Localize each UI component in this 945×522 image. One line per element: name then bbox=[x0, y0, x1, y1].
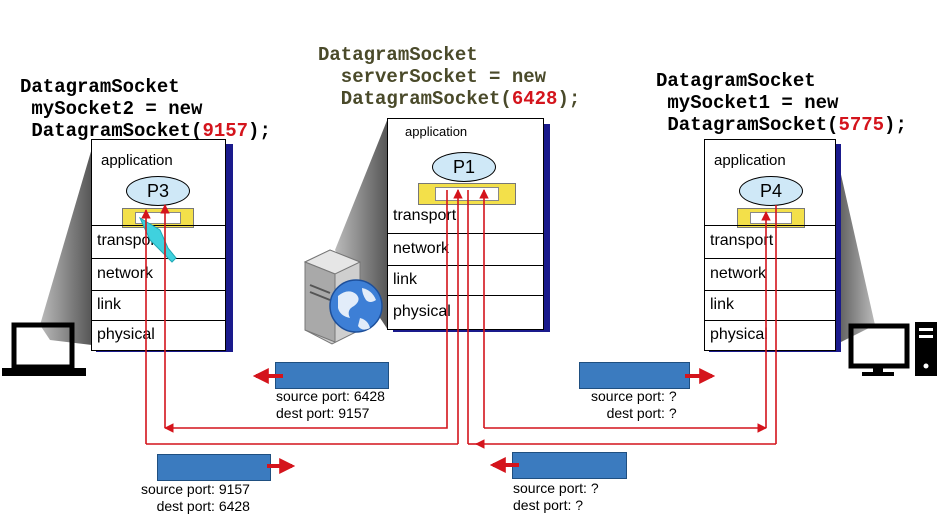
left-cone bbox=[40, 148, 92, 345]
physical-layer: physical bbox=[388, 295, 543, 329]
code-line: DatagramSocket( bbox=[656, 114, 839, 136]
link-layer: link bbox=[92, 290, 225, 320]
dest-port-label: dest port: ? bbox=[606, 405, 677, 421]
code-center: DatagramSocket serverSocket = new Datagr… bbox=[318, 22, 580, 110]
transport-layer: transport bbox=[393, 207, 457, 224]
port-number: 9157 bbox=[202, 120, 249, 142]
code-line: DatagramSocket bbox=[318, 44, 478, 66]
cursor-icon bbox=[138, 216, 177, 263]
link-layer: link bbox=[388, 265, 543, 295]
network-layer: network bbox=[388, 233, 543, 265]
server-icon bbox=[303, 249, 383, 345]
application-label: application bbox=[714, 152, 786, 169]
socket-icon bbox=[737, 208, 805, 228]
physical-layer: physical bbox=[705, 320, 835, 350]
code-line: serverSocket = new bbox=[318, 66, 547, 88]
code-line: mySocket1 = new bbox=[656, 92, 839, 114]
code-line: ); bbox=[884, 114, 907, 136]
code-line: DatagramSocket( bbox=[20, 120, 203, 142]
server-to-left-arrow bbox=[164, 190, 448, 433]
link-layer: link bbox=[705, 290, 835, 320]
segment-left-to-server bbox=[157, 454, 271, 481]
network-layer: network bbox=[92, 258, 225, 290]
code-line: mySocket2 = new bbox=[20, 98, 203, 120]
laptop-icon bbox=[2, 322, 86, 376]
port-number: 6428 bbox=[511, 88, 558, 110]
dest-port-label: dest port: 9157 bbox=[276, 405, 370, 421]
process-p3: P3 bbox=[126, 176, 190, 206]
segment-label: source port: ? dest port: ? bbox=[591, 388, 677, 422]
code-line: DatagramSocket bbox=[20, 76, 180, 98]
desktop-icon bbox=[848, 322, 937, 376]
transport-layer: transport bbox=[92, 225, 225, 258]
segment-label: source port: ? dest port: ? bbox=[513, 480, 599, 514]
center-protocol-stack: application P1 transport network link ph… bbox=[387, 118, 544, 330]
segment-label: source port: 6428 dest port: 9157 bbox=[276, 388, 385, 422]
source-port-label: source port: 6428 bbox=[276, 388, 385, 404]
application-label: application bbox=[405, 124, 468, 139]
source-port-label: source port: ? bbox=[591, 388, 677, 404]
code-right: DatagramSocket mySocket1 = new DatagramS… bbox=[656, 48, 907, 136]
source-port-label: source port: ? bbox=[513, 480, 599, 496]
center-cone bbox=[335, 118, 388, 330]
right-cone bbox=[835, 148, 875, 345]
port-number: 5775 bbox=[838, 114, 885, 136]
network-layer: network bbox=[705, 258, 835, 290]
code-line: ); bbox=[557, 88, 581, 110]
physical-layer: physical bbox=[92, 320, 225, 350]
process-p4: P4 bbox=[739, 176, 803, 206]
application-label: application bbox=[101, 152, 173, 169]
source-port-label: source port: 9157 bbox=[141, 481, 250, 497]
code-line: DatagramSocket bbox=[656, 70, 816, 92]
dest-port-label: dest port: ? bbox=[513, 497, 584, 513]
right-protocol-stack: application P4 transport network link ph… bbox=[704, 139, 836, 351]
code-left: DatagramSocket mySocket2 = new DatagramS… bbox=[20, 54, 271, 142]
dest-port-label: dest port: 6428 bbox=[156, 498, 250, 514]
segment-server-to-right bbox=[579, 362, 690, 389]
transport-layer: transport bbox=[705, 225, 835, 258]
segment-server-to-left bbox=[275, 362, 389, 389]
process-p1: P1 bbox=[432, 152, 496, 182]
code-line: ); bbox=[248, 120, 271, 142]
code-line: DatagramSocket( bbox=[318, 88, 512, 110]
segment-label: source port: 9157 dest port: 6428 bbox=[141, 481, 250, 515]
